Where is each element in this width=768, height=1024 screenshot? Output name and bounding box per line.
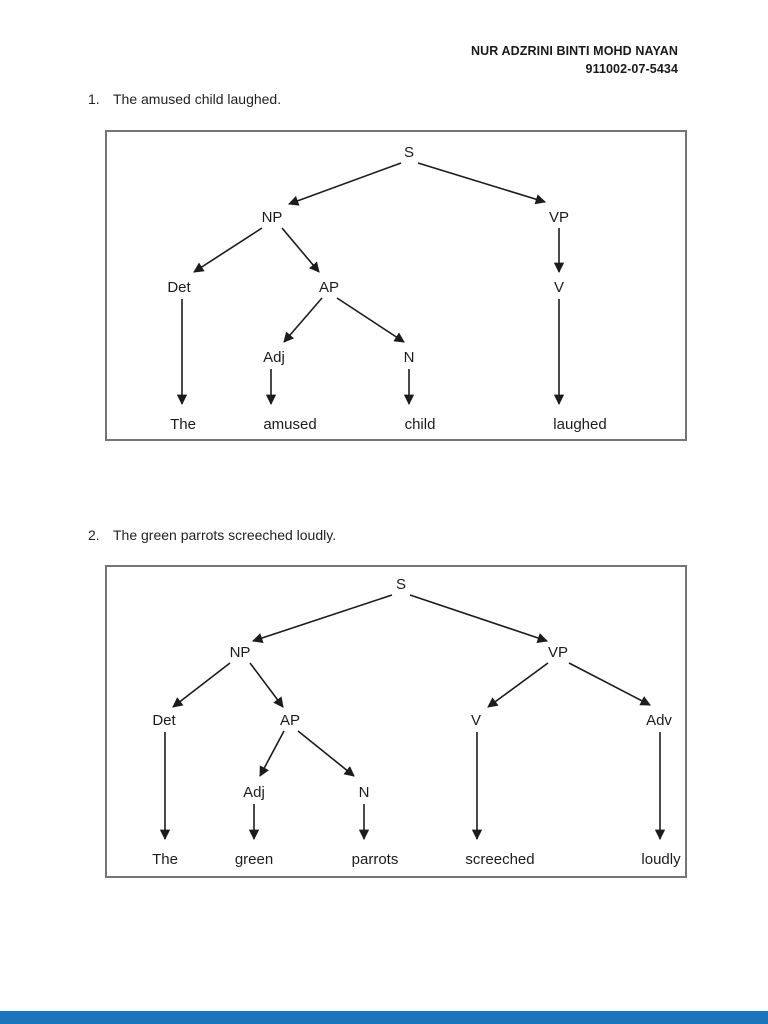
tree1-node-np: NP xyxy=(262,209,283,226)
tree1-node-s: S xyxy=(404,144,414,161)
tree1-word-child: child xyxy=(405,416,436,433)
tree1-word-laughed: laughed xyxy=(553,416,606,433)
tree2-node-s: S xyxy=(396,576,406,593)
tree2-word-loudly: loudly xyxy=(641,851,681,868)
tree2-node-vp: VP xyxy=(548,644,568,661)
tree2-node-ap: AP xyxy=(280,712,300,729)
question-1-number: 1. xyxy=(88,91,100,107)
tree1-node-v: V xyxy=(554,279,564,296)
question-2-sentence: The green parrots screeched loudly. xyxy=(113,527,337,543)
tree2-node-np: NP xyxy=(230,644,251,661)
syntax-tree-2: S NP VP Det AP V Adv Adj N The green par… xyxy=(152,576,681,868)
syntax-tree-1: S NP VP Det AP V Adj N The amused child … xyxy=(167,144,606,433)
edge-np-det xyxy=(172,662,231,708)
edge-ap-n xyxy=(297,730,355,777)
tree1-node-n: N xyxy=(404,349,415,366)
question-1: 1. The amused child laughed. xyxy=(88,91,281,107)
page-header: NUR ADZRINI BINTI MOHD NAYAN 911002-07-5… xyxy=(471,42,678,78)
viewer-bottom-bar xyxy=(0,1011,768,1024)
question-2: 2. The green parrots screeched loudly. xyxy=(88,527,336,543)
tree2-node-v: V xyxy=(471,712,481,729)
edge-ap-adj xyxy=(283,297,323,343)
tree1-node-vp: VP xyxy=(549,209,569,226)
edge-ap-n xyxy=(336,297,405,343)
question-1-sentence: The amused child laughed. xyxy=(113,91,282,107)
edge-vp-v xyxy=(487,662,549,708)
tree2-word-the: The xyxy=(152,851,178,868)
syntax-tree-box-2: S NP VP Det AP V Adv Adj N The green par… xyxy=(105,565,687,878)
tree2-word-green: green xyxy=(235,851,273,868)
author-name: NUR ADZRINI BINTI MOHD NAYAN xyxy=(471,44,678,58)
tree1-node-adj: Adj xyxy=(263,349,285,366)
syntax-tree-box-1: S NP VP Det AP V Adj N The amused child … xyxy=(105,130,687,441)
tree1-word-amused: amused xyxy=(263,416,316,433)
edge-s-np xyxy=(252,594,393,643)
edge-s-np xyxy=(288,162,402,206)
edge-np-ap xyxy=(249,662,284,708)
tree2-node-adv: Adv xyxy=(646,712,672,729)
edge-vp-adv xyxy=(568,662,651,706)
edge-np-ap xyxy=(281,227,320,273)
edge-ap-adj xyxy=(259,730,285,777)
tree1-node-det: Det xyxy=(167,279,191,296)
tree2-node-adj: Adj xyxy=(243,784,265,801)
tree2-word-parrots: parrots xyxy=(352,851,399,868)
tree1-word-the: The xyxy=(170,416,196,433)
edge-s-vp xyxy=(409,594,548,643)
student-id: 911002-07-5434 xyxy=(585,62,678,76)
tree2-word-screeched: screeched xyxy=(465,851,534,868)
tree1-node-ap: AP xyxy=(319,279,339,296)
tree2-node-det: Det xyxy=(152,712,176,729)
question-2-number: 2. xyxy=(88,527,100,543)
edge-s-vp xyxy=(417,162,546,205)
tree2-node-n: N xyxy=(359,784,370,801)
edge-np-det xyxy=(193,227,263,273)
